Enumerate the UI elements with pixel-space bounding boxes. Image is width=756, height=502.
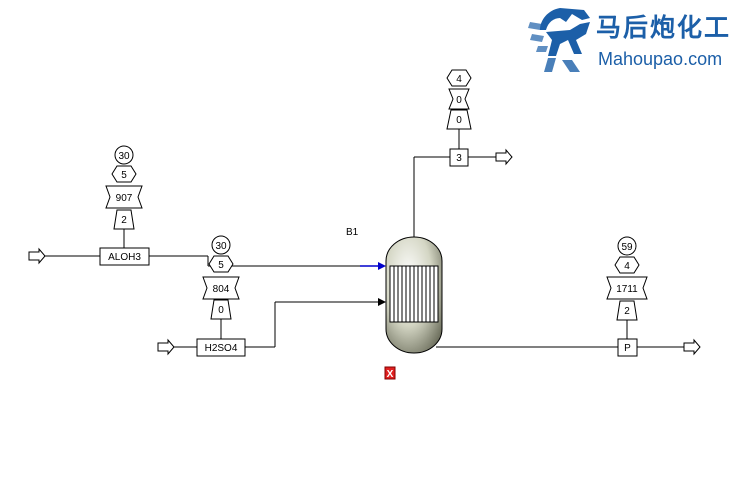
error-flag-icon (384, 366, 396, 380)
aloh3-temperature: 30 (118, 151, 130, 162)
aloh3-vapor-fraction: 2 (121, 215, 127, 226)
watermark-brand: 马后炮化工 (596, 13, 731, 42)
stream-label-3: 3 (456, 153, 462, 164)
aloh3-flow: 907 (116, 193, 133, 204)
watermark: 马后炮化工 Mahoupao.com (528, 8, 731, 72)
feed-arrow-aloh3-icon (28, 247, 46, 265)
stream-product-p[interactable]: P 59 4 1711 2 (436, 236, 701, 357)
product-pressure: 4 (624, 261, 630, 272)
product-vapor-fraction: 2 (624, 306, 630, 317)
reactor-b1[interactable]: B1 X (346, 227, 443, 380)
vapor-flow: 0 (456, 115, 462, 126)
h2so4-temperature: 30 (215, 241, 227, 252)
error-flag-text: X (387, 369, 394, 380)
watermark-site: Mahoupao.com (598, 49, 722, 69)
stream-label-h2so4: H2SO4 (205, 343, 238, 354)
stream-label-p: P (624, 343, 631, 354)
reactor-tubes (393, 266, 435, 322)
stream-vapor-3[interactable]: 3 4 0 0 (413, 69, 513, 237)
reactor-status-flag[interactable]: X (384, 366, 396, 380)
vapor-pressure: 0 (456, 95, 462, 106)
h2so4-vapor-fraction: 0 (218, 305, 224, 316)
vapor-temperature: 4 (456, 74, 462, 85)
inlet-arrow-h2so4-icon (378, 298, 386, 306)
aloh3-pressure: 5 (121, 170, 127, 181)
horse-logo-icon (528, 8, 590, 72)
reactor-label: B1 (346, 227, 359, 238)
stream-label-aloh3: ALOH3 (108, 252, 141, 263)
feed-arrow-h2so4-icon (157, 338, 175, 356)
product-arrow-liquid-icon (683, 338, 701, 356)
h2so4-flow: 804 (213, 284, 230, 295)
inlet-arrow-aloh3-icon (378, 262, 386, 270)
stream-h2so4[interactable]: H2SO4 30 5 804 0 (157, 235, 386, 357)
product-temperature: 59 (621, 242, 633, 253)
stream-aloh3[interactable]: ALOH3 30 5 907 2 (28, 145, 386, 270)
product-arrow-vapor-icon (495, 148, 513, 166)
product-flow: 1711 (616, 284, 638, 295)
h2so4-pressure: 5 (218, 260, 224, 271)
